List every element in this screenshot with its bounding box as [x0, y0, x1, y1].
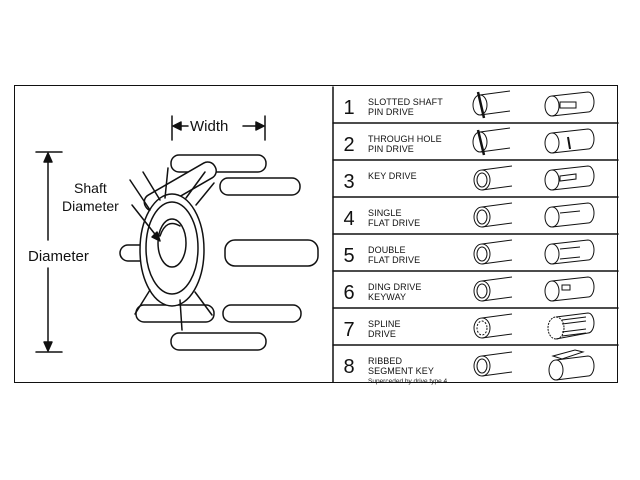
- drive-number: 5: [343, 245, 355, 267]
- drive-name: SLOTTED SHAFT PIN DRIVE: [368, 97, 488, 117]
- double-flat-drive-icon: [473, 239, 595, 265]
- drive-name: THROUGH HOLE PIN DRIVE: [368, 134, 488, 154]
- drive-number: 7: [343, 319, 355, 341]
- drive-name: RIBBED SEGMENT KEY: [368, 356, 488, 376]
- drive-name-line2: PIN DRIVE: [368, 144, 414, 154]
- drive-number: 2: [343, 134, 355, 156]
- drive-number: 4: [343, 208, 355, 230]
- drive-row: 3 KEY DRIVE: [340, 166, 612, 202]
- width-label: Width: [190, 118, 229, 135]
- drive-number: 3: [343, 171, 355, 193]
- drive-row: 2 THROUGH HOLE PIN DRIVE: [340, 129, 612, 165]
- drive-number: 6: [343, 282, 355, 304]
- drive-name-line1: SLOTTED SHAFT: [368, 97, 443, 107]
- drive-name-line1: RIBBED: [368, 356, 403, 366]
- shaft-label-line2: Diameter: [62, 198, 119, 214]
- key-drive-icon: [473, 165, 595, 191]
- slotted-shaft-pin-drive-icon: [472, 90, 595, 119]
- drive-name-line1: KEY DRIVE: [368, 171, 417, 181]
- drive-name-line2: PIN DRIVE: [368, 107, 414, 117]
- width-dimension: [171, 115, 266, 141]
- drive-name-line1: SINGLE: [368, 208, 402, 218]
- drive-name-line1: SPLINE: [368, 319, 401, 329]
- drive-row: 6 DING DRIVE KEYWAY: [340, 277, 612, 313]
- drive-name-line2: SEGMENT KEY: [368, 366, 434, 376]
- drive-row: 4 SINGLE FLAT DRIVE: [340, 203, 612, 239]
- shaft-label-line1: Shaft: [74, 180, 107, 196]
- through-hole-pin-drive-icon: [472, 127, 595, 156]
- drive-name-line2: FLAT DRIVE: [368, 255, 421, 265]
- drive-name: DING DRIVE KEYWAY: [368, 282, 488, 302]
- drive-name-line1: THROUGH HOLE: [368, 134, 442, 144]
- single-flat-drive-icon: [473, 202, 595, 228]
- drive-name-line2: FLAT DRIVE: [368, 218, 421, 228]
- drive-name-line1: DING DRIVE: [368, 282, 422, 292]
- ribbed-segment-key-icon: [473, 349, 595, 381]
- drive-name-line2: DRIVE: [368, 329, 397, 339]
- drive-name: SPLINE DRIVE: [368, 319, 488, 339]
- drive-note: Superceded by drive type 4: [368, 378, 448, 385]
- diameter-dimension: [35, 151, 63, 353]
- drive-name-line2: KEYWAY: [368, 292, 407, 302]
- drive-row: 1 SLOTTED SHAFT PIN DRIVE: [340, 92, 612, 128]
- diameter-label: Diameter: [28, 248, 89, 265]
- drive-number: 8: [343, 356, 355, 378]
- table-rows: [332, 122, 619, 346]
- drive-name: KEY DRIVE: [368, 171, 488, 181]
- shaft-diameter-label: Shaft Diameter: [62, 179, 119, 215]
- drive-row: 7 SPLINE DRIVE: [340, 314, 612, 350]
- drive-name: SINGLE FLAT DRIVE: [368, 208, 488, 228]
- spline-drive-icon: [473, 312, 595, 340]
- drive-icons: [472, 90, 595, 381]
- drive-name-line1: DOUBLE: [368, 245, 406, 255]
- ding-drive-keyway-icon: [473, 276, 595, 302]
- drive-number: 1: [343, 97, 355, 119]
- drive-row: 8 RIBBED SEGMENT KEY Superceded by drive…: [340, 351, 612, 387]
- impeller: [119, 154, 319, 351]
- drive-row: 5 DOUBLE FLAT DRIVE: [340, 240, 612, 276]
- drive-name: DOUBLE FLAT DRIVE: [368, 245, 488, 265]
